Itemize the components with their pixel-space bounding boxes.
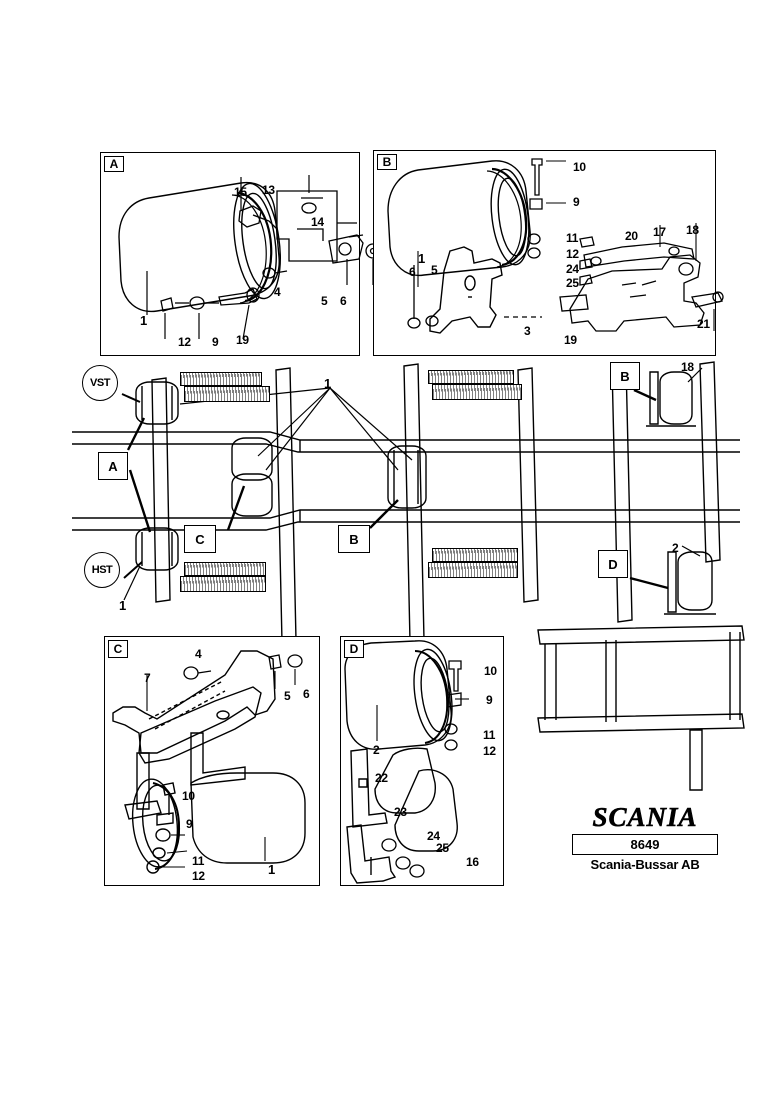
hatch-block-lower-left — [184, 562, 266, 576]
callout-box-d-label: D — [608, 556, 618, 572]
callout-vst-label: VST — [90, 377, 110, 389]
panel-b: B — [373, 150, 724, 356]
label-a-4: 4 — [274, 285, 281, 299]
callout-box-c-label: C — [195, 531, 205, 547]
label-b-24: 24 — [566, 262, 579, 276]
panel-b-letter-box: B — [377, 154, 397, 170]
label-a-9: 9 — [212, 335, 219, 349]
label-b-19: 19 — [564, 333, 577, 347]
plate-number-box: 8649 — [572, 834, 718, 855]
label-d-23: 23 — [394, 805, 407, 819]
label-c-11: 11 — [192, 854, 205, 868]
panel-d-letter: D — [349, 642, 359, 656]
label-a-13: 13 — [262, 183, 275, 197]
label-c-1: 1 — [268, 862, 275, 877]
panel-c-letter-box: C — [108, 640, 128, 658]
scania-wordmark: SCANIA — [592, 802, 698, 833]
label-c-9: 9 — [186, 817, 193, 831]
label-b-5: 5 — [431, 263, 438, 277]
label-b-3: 3 — [524, 324, 531, 338]
label-b-20: 20 — [625, 229, 638, 243]
label-c-12: 12 — [192, 869, 205, 883]
label-chassis-18: 18 — [681, 360, 694, 374]
panel-d-artwork — [344, 640, 469, 884]
label-d-24: 24 — [427, 829, 440, 843]
label-c-7: 7 — [144, 671, 151, 685]
hatch-block-upper-mid-2 — [432, 384, 522, 400]
label-chassis-1-top: 1 — [324, 376, 331, 391]
hatch-block-lower-mid-2 — [428, 562, 518, 578]
label-d-22: 22 — [375, 771, 388, 785]
label-b-25: 25 — [566, 276, 579, 290]
label-a-6: 6 — [340, 294, 347, 308]
callout-hst-label: HST — [91, 564, 113, 576]
label-b-17: 17 — [653, 225, 666, 239]
panel-c-letter: C — [113, 642, 123, 656]
panel-b-letter: B — [382, 155, 392, 169]
panel-a-letter: A — [109, 157, 119, 171]
hatch-block-upper-left — [180, 372, 262, 386]
panel-d: D — [340, 636, 504, 886]
label-b-6: 6 — [409, 265, 416, 279]
hatch-block-upper-mid — [428, 370, 514, 384]
label-c-6: 6 — [303, 687, 310, 701]
label-d-9: 9 — [486, 693, 493, 707]
company-name: Scania-Bussar AB — [590, 857, 700, 872]
label-d-11: 11 — [483, 728, 496, 742]
callout-circle-vst[interactable]: VST — [82, 365, 118, 401]
label-b-12: 12 — [566, 247, 579, 261]
callout-box-b-right-label: B — [620, 368, 630, 384]
callout-box-b-mid[interactable]: B — [338, 525, 370, 553]
callout-box-a[interactable]: A — [98, 452, 128, 480]
panel-c: C — [104, 636, 320, 886]
label-b-18: 18 — [686, 223, 699, 237]
label-a-5: 5 — [321, 294, 328, 308]
label-c-10: 10 — [182, 789, 195, 803]
label-a-14: 14 — [311, 215, 324, 229]
panel-a-letter-box: A — [104, 156, 124, 172]
label-a-15: 15 — [234, 185, 247, 199]
label-a-1: 1 — [140, 313, 147, 328]
label-b-11: 11 — [566, 231, 579, 245]
label-b-1: 1 — [418, 251, 425, 266]
panel-d-letter-box: D — [344, 640, 364, 658]
hatch-block-upper-left-2 — [184, 386, 270, 402]
label-b-10: 10 — [573, 160, 586, 174]
callout-box-b-right[interactable]: B — [610, 362, 640, 390]
hatch-block-lower-left-2 — [180, 576, 266, 592]
label-a-12: 12 — [178, 335, 191, 349]
label-d-12: 12 — [483, 744, 496, 758]
callout-box-a-label: A — [108, 458, 118, 474]
label-d-10: 10 — [484, 664, 497, 678]
panel-b-artwork — [387, 158, 724, 334]
hatch-block-lower-mid — [432, 548, 518, 562]
panel-c-artwork — [112, 650, 306, 874]
label-d-25: 25 — [436, 841, 449, 855]
scania-logo-block: SCANIA 8649 Scania-Bussar AB — [572, 802, 718, 886]
callout-box-c[interactable]: C — [184, 525, 216, 553]
label-d-16: 16 — [466, 855, 479, 869]
label-c-4: 4 — [195, 647, 202, 661]
callout-box-b-mid-label: B — [349, 531, 359, 547]
label-c-5: 5 — [284, 689, 291, 703]
callout-circle-hst[interactable]: HST — [84, 552, 120, 588]
label-d-2: 2 — [373, 743, 380, 757]
label-chassis-1-bottom: 1 — [119, 598, 126, 613]
plate-number: 8649 — [630, 837, 660, 852]
label-a-19: 19 — [236, 333, 249, 347]
label-b-9: 9 — [573, 195, 580, 209]
callout-box-d[interactable]: D — [598, 550, 628, 578]
label-b-21: 21 — [697, 317, 710, 331]
label-chassis-2: 2 — [672, 541, 679, 555]
